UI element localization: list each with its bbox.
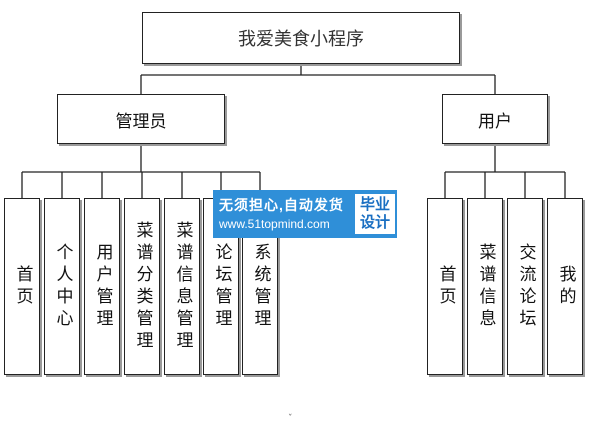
- leaf-label: 菜谱分类管理: [132, 220, 153, 353]
- leaf-label: 交流论坛: [515, 242, 536, 331]
- leaf-label: 系统管理: [250, 242, 271, 331]
- leaf-admin-home: 首页: [4, 198, 40, 375]
- group-node-user: 用户: [442, 94, 548, 144]
- leaf-admin-profile: 个人中心: [44, 198, 80, 375]
- leaf-label: 论坛管理: [211, 242, 232, 331]
- group-node-admin: 管理员: [57, 94, 225, 144]
- leaf-admin-user-management: 用户管理: [84, 198, 120, 375]
- leaf-label: 菜谱信息管理: [172, 220, 193, 353]
- group-node-admin-label: 管理员: [115, 111, 167, 132]
- watermark-badge-line: 毕业: [359, 196, 390, 213]
- root-node: 我爱美食小程序: [142, 12, 460, 64]
- leaf-label: 个人中心: [52, 242, 73, 331]
- leaf-user-mine: 我的: [547, 198, 583, 375]
- leaf-label: 我的: [555, 264, 576, 309]
- leaf-user-home: 首页: [427, 198, 463, 375]
- watermark-banner: 无须担心,自动发货 www.51topmind.com 毕业 设计: [213, 190, 397, 238]
- group-node-user-label: 用户: [478, 111, 512, 132]
- leaf-admin-recipe-category-management: 菜谱分类管理: [124, 198, 160, 375]
- watermark-url: www.51topmind.com: [219, 217, 330, 231]
- leaf-user-forum: 交流论坛: [507, 198, 543, 375]
- watermark-text: 无须担心,自动发货 www.51topmind.com: [213, 195, 353, 233]
- leaf-label: 首页: [12, 264, 33, 309]
- leaf-label: 用户管理: [92, 242, 113, 331]
- watermark-badge: 毕业 设计: [355, 194, 395, 234]
- leaf-admin-recipe-info-management: 菜谱信息管理: [164, 198, 200, 375]
- root-node-label: 我爱美食小程序: [238, 29, 364, 50]
- leaf-user-recipe-info: 菜谱信息: [467, 198, 503, 375]
- leaf-label: 首页: [435, 264, 456, 309]
- stray-mark: ˇ: [288, 414, 293, 424]
- watermark-badge-line: 设计: [359, 214, 390, 231]
- watermark-slogan: 无须担心,自动发货: [219, 197, 344, 213]
- leaf-label: 菜谱信息: [475, 242, 496, 331]
